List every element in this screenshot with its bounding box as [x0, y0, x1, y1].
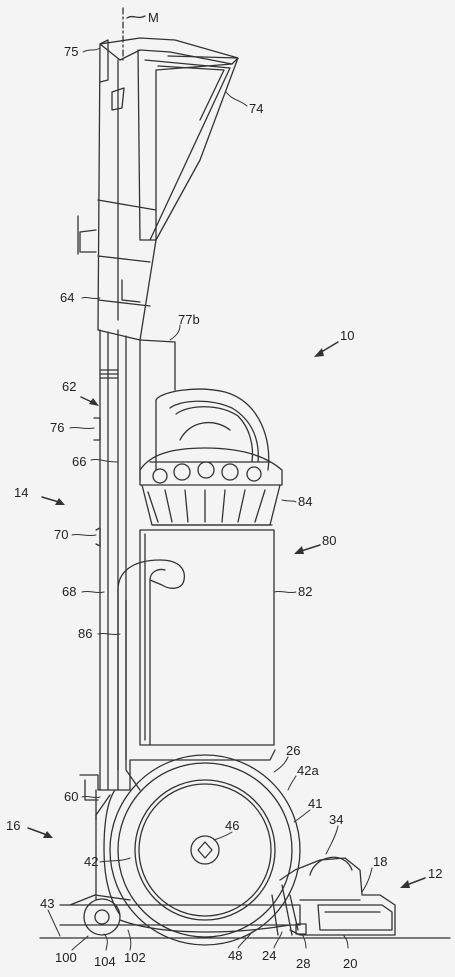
reference-numerals: M 75 74 64 77b 10 62 76 66 14 84 70 80 6…	[6, 10, 442, 971]
label-102: 102	[124, 950, 146, 965]
label-26: 26	[286, 743, 300, 758]
label-64: 64	[60, 290, 74, 305]
label-18: 18	[373, 854, 387, 869]
label-m: M	[148, 10, 159, 25]
label-28: 28	[296, 956, 310, 971]
label-14: 14	[14, 485, 28, 500]
arrowheads	[43, 348, 410, 888]
label-46: 46	[225, 818, 239, 833]
label-12: 12	[428, 866, 442, 881]
label-24: 24	[262, 948, 276, 963]
label-100: 100	[55, 950, 77, 965]
label-48: 48	[228, 948, 242, 963]
label-104: 104	[94, 954, 116, 969]
label-84: 84	[298, 494, 312, 509]
label-82: 82	[298, 584, 312, 599]
label-20: 20	[343, 956, 357, 971]
leader-m	[126, 15, 146, 19]
label-34: 34	[329, 812, 343, 827]
label-66: 66	[72, 454, 86, 469]
leader-lines	[27, 47, 426, 951]
label-80: 80	[322, 533, 336, 548]
label-41: 41	[308, 796, 322, 811]
label-60: 60	[64, 789, 78, 804]
label-70: 70	[54, 527, 68, 542]
label-42: 42	[84, 854, 98, 869]
label-68: 68	[62, 584, 76, 599]
label-62: 62	[62, 379, 76, 394]
label-16: 16	[6, 818, 20, 833]
duct-86	[117, 559, 186, 791]
rolling-assembly	[59, 749, 301, 946]
label-77b: 77b	[178, 312, 200, 327]
label-10: 10	[340, 328, 354, 343]
label-75: 75	[64, 44, 78, 59]
label-42a: 42a	[297, 763, 319, 778]
cleaner-head	[271, 856, 396, 936]
label-76: 76	[50, 420, 64, 435]
label-86: 86	[78, 626, 92, 641]
cyclone-assembly	[139, 388, 283, 746]
handle-assembly	[77, 37, 239, 341]
label-74: 74	[249, 101, 263, 116]
label-43: 43	[40, 896, 54, 911]
